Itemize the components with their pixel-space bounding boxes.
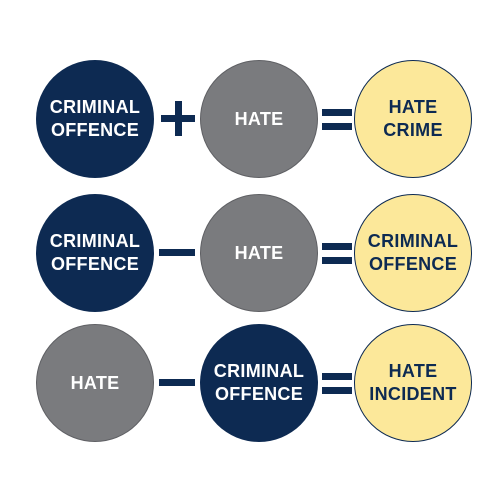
circle-label-line: CRIMINAL [49,231,141,251]
circle-label-line: HATE [234,242,284,263]
circle-label-line: CRIMINAL [213,361,305,381]
plus-icon [155,60,201,178]
equals-icon [316,60,362,178]
circle-label-line: INCIDENT [369,384,457,404]
hate-circle: HATE [200,194,318,312]
circle-label-line: OFFENCE [214,384,304,404]
criminal-offence-circle: CRIMINAL OFFENCE [200,324,318,442]
equals-icon [316,324,362,442]
equals-icon [316,194,362,312]
equation-row-hate-incident: HATE CRIMINAL OFFENCE HATE INCIDENT [0,318,503,448]
equation-row-criminal-offence: CRIMINAL OFFENCE HATE CRIMINAL OFFENCE [0,188,503,318]
circle-label-line: CRIMINAL [49,97,141,117]
circle-label-line: CRIMINAL [367,231,459,251]
circle-label-line: OFFENCE [50,254,140,274]
minus-icon [155,324,201,442]
circle-label-line: HATE [388,97,438,117]
hate-crime-result-circle: HATE CRIME [354,60,472,178]
circle-label-line: HATE [388,361,438,381]
criminal-offence-circle: CRIMINAL OFFENCE [36,60,154,178]
equation-row-hate-crime: CRIMINAL OFFENCE HATE HATE CRIME [0,54,503,184]
hate-circle: HATE [36,324,154,442]
hate-incident-result-circle: HATE INCIDENT [354,324,472,442]
circle-label-line: OFFENCE [368,254,458,274]
circle-label-line: OFFENCE [50,120,140,140]
circle-label-line: HATE [234,108,284,129]
circle-label-line: HATE [70,372,120,393]
criminal-offence-circle: CRIMINAL OFFENCE [36,194,154,312]
hate-circle: HATE [200,60,318,178]
minus-icon [155,194,201,312]
criminal-offence-result-circle: CRIMINAL OFFENCE [354,194,472,312]
circle-label-line: CRIME [383,120,443,140]
